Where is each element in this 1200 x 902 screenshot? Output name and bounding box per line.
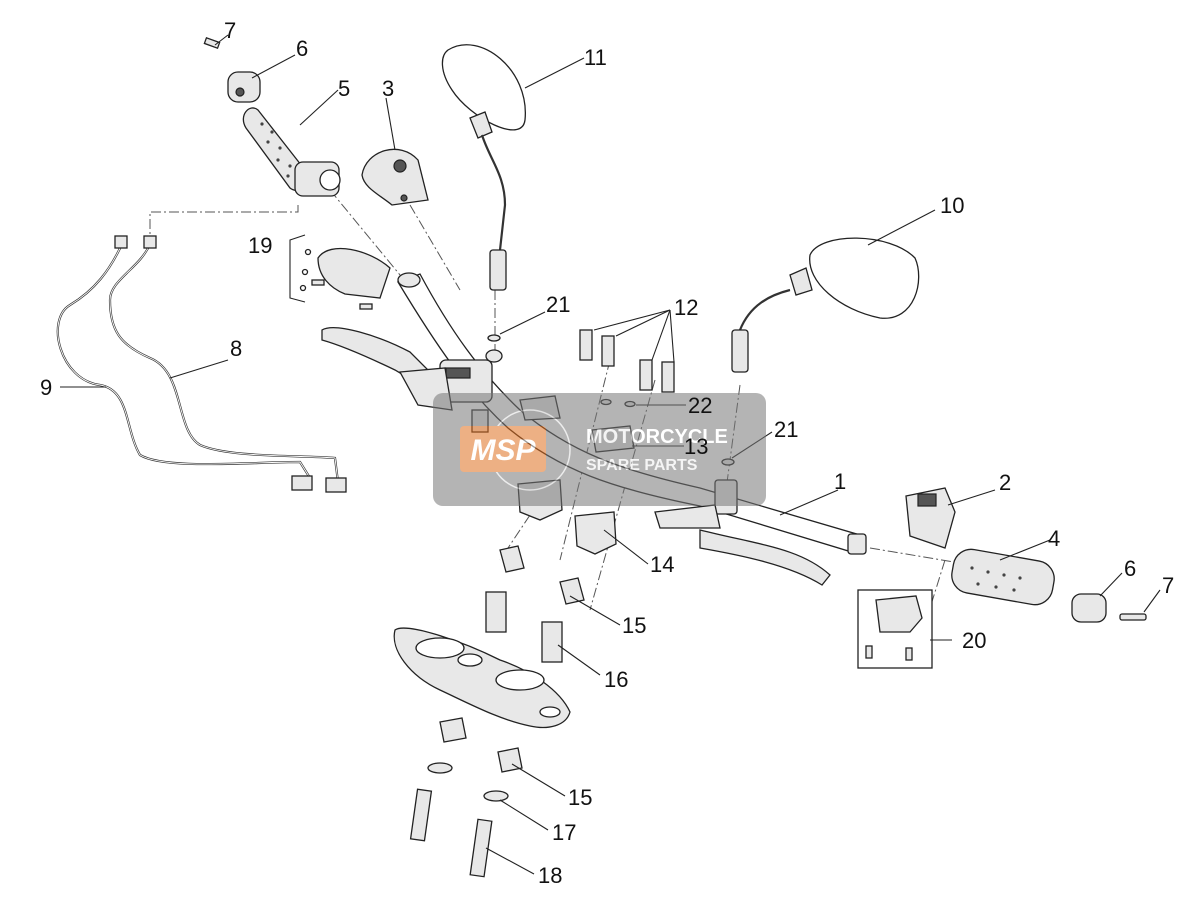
callout-18: 18 — [538, 863, 562, 888]
callout-14: 14 — [650, 552, 674, 577]
callout-4: 4 — [1048, 526, 1060, 551]
triple-clamp — [393, 627, 571, 729]
bushings-spacers — [485, 545, 585, 663]
right-switch-kit — [857, 589, 933, 669]
callout-10: 10 — [940, 193, 964, 218]
right-bar-end — [1071, 593, 1147, 623]
callout-7-right: 7 — [1162, 573, 1174, 598]
callout-1: 1 — [834, 469, 846, 494]
right-grip — [951, 548, 1055, 606]
callout-15-upper: 15 — [622, 613, 646, 638]
callout-19: 19 — [248, 233, 272, 258]
right-mirror — [731, 237, 920, 373]
right-grip-texture — [970, 566, 1022, 592]
callout-12: 12 — [674, 295, 698, 320]
callout-17: 17 — [552, 820, 576, 845]
callout-5: 5 — [338, 76, 350, 101]
lower-hardware — [409, 717, 523, 878]
watermark-logo: MSP — [470, 434, 536, 467]
callout-21-left: 21 — [546, 292, 570, 317]
clamp-bolts — [579, 329, 675, 393]
left-switch-housing — [361, 148, 429, 206]
callout-2: 2 — [999, 470, 1011, 495]
callout-15-lower: 15 — [568, 785, 592, 810]
callout-6-right: 6 — [1124, 556, 1136, 581]
callout-6-left: 6 — [296, 36, 308, 61]
callout-20: 20 — [962, 628, 986, 653]
left-bar-end — [203, 36, 261, 103]
left-mirror — [441, 44, 526, 291]
callout-13: 13 — [684, 434, 708, 459]
left-switch-kit — [289, 234, 391, 310]
callout-labels: 1 2 3 4 5 6 6 7 7 8 9 10 11 12 13 14 15 … — [40, 18, 1174, 888]
watermark-line-2: SPARE PARTS — [586, 457, 698, 474]
callout-21-right: 21 — [774, 417, 798, 442]
watermark-logo-box — [460, 426, 546, 472]
watermark: MSP MOTORCYCLE SPARE PARTS — [433, 393, 766, 506]
left-grip — [242, 107, 341, 197]
callout-7-left: 7 — [224, 18, 236, 43]
right-switch-housing — [905, 487, 956, 549]
left-grip-texture — [260, 122, 292, 178]
callout-16: 16 — [604, 667, 628, 692]
callout-9: 9 — [40, 375, 52, 400]
callout-11: 11 — [584, 45, 607, 70]
watermark-line-1: MOTORCYCLE — [586, 426, 728, 448]
watermark-backdrop — [433, 393, 766, 506]
callout-8: 8 — [230, 336, 242, 361]
brake-cables — [56, 235, 347, 493]
callout-3: 3 — [382, 76, 394, 101]
callout-22: 22 — [688, 393, 712, 418]
